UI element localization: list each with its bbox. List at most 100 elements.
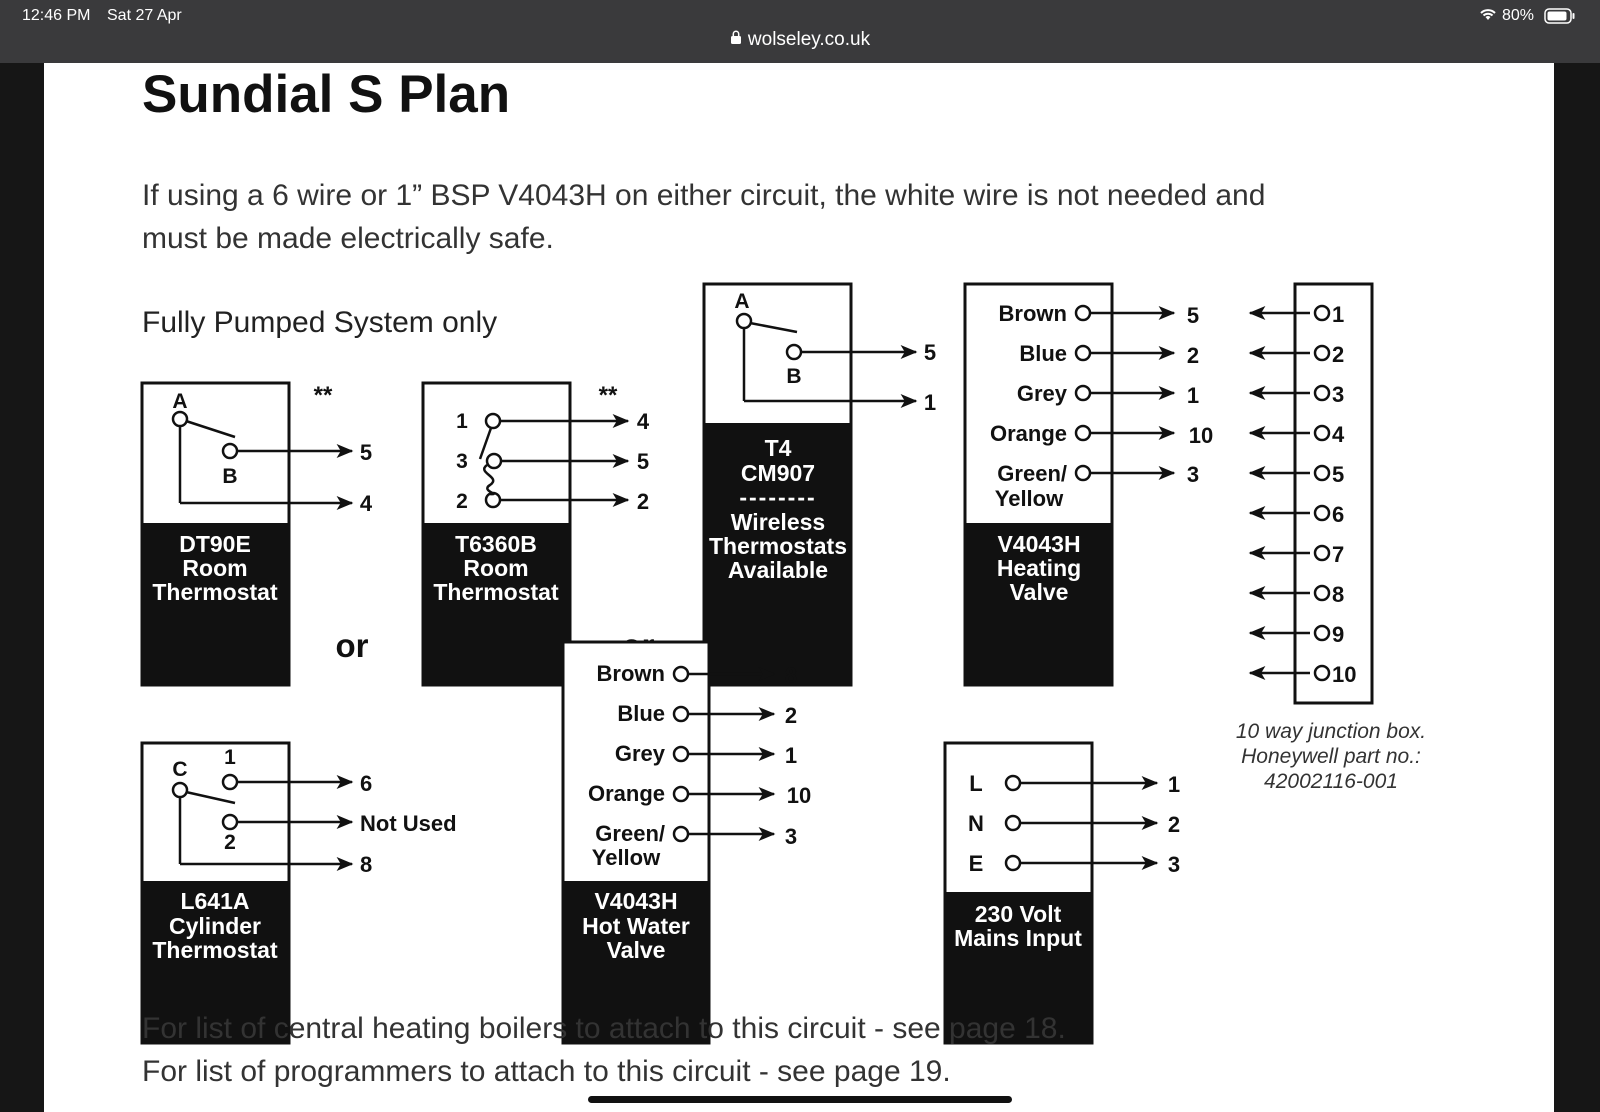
hot-water-valve: V4043H Hot Water Valve Brown Blue Grey O… bbox=[561, 640, 811, 1045]
heating-out-3: 1 bbox=[1187, 383, 1199, 408]
junction-caption-2: Honeywell part no.: bbox=[1241, 745, 1421, 768]
t4-label-5: Available bbox=[728, 557, 828, 583]
t6360b-terminal-1: 1 bbox=[456, 410, 468, 433]
t6360b-label-3: Thermostat bbox=[433, 579, 559, 605]
or-label-1: or bbox=[336, 627, 369, 664]
status-time: 12:46 PM bbox=[22, 7, 91, 24]
mains-out-1: 1 bbox=[1168, 772, 1180, 797]
mains-input: 230 Volt Mains Input L N E 1 2 3 bbox=[943, 741, 1180, 1045]
t4-label-4: Thermostats bbox=[709, 533, 847, 559]
t6360b-label-2: Room bbox=[463, 555, 528, 581]
t6360b-terminal-2: 2 bbox=[456, 490, 468, 513]
t4-divider: -------- bbox=[739, 484, 816, 510]
footer-line-2[interactable]: For list of programmers to attach to thi… bbox=[142, 1055, 951, 1088]
junction-terminal-1: 1 bbox=[1332, 302, 1344, 327]
l641a-terminal-c: C bbox=[172, 758, 187, 781]
mains-label-1: 230 Volt bbox=[975, 901, 1062, 927]
footer-line-1[interactable]: For list of central heating boilers to a… bbox=[142, 1012, 1066, 1045]
dt90e-stars: ** bbox=[314, 382, 333, 409]
t4-label-3: Wireless bbox=[731, 509, 825, 535]
l641a-label-2: Cylinder bbox=[169, 913, 261, 939]
l641a-terminal-1: 1 bbox=[224, 746, 236, 769]
hw-valve-label-3: Valve bbox=[607, 937, 666, 963]
t4-out-1: 5 bbox=[924, 340, 936, 365]
wifi-icon bbox=[1478, 6, 1498, 27]
t6360b-thermostat: T6360B Room Thermostat 1 3 2 4 5 2 ** bbox=[421, 381, 650, 687]
hw-wire-green: Green/ bbox=[595, 821, 665, 846]
junction-terminal-5: 5 bbox=[1332, 462, 1344, 487]
junction-terminal-8: 8 bbox=[1332, 582, 1344, 607]
t4-cm907-thermostat: A B 5 1 T4 CM907 -------- Wireless Therm… bbox=[702, 282, 936, 687]
dt90e-terminal-a: A bbox=[172, 390, 187, 413]
heating-valve-label-3: Valve bbox=[1010, 579, 1069, 605]
mains-terminal-e: E bbox=[969, 851, 984, 876]
t4-label-2: CM907 bbox=[741, 460, 815, 486]
heating-wire-orange: Orange bbox=[990, 421, 1067, 446]
status-date: Sat 27 Apr bbox=[107, 7, 182, 24]
hw-valve-label-1: V4043H bbox=[594, 888, 677, 914]
dt90e-thermostat: DT90E Room Thermostat A B 5 4 ** bbox=[140, 381, 373, 687]
page-title: Sundial S Plan bbox=[142, 65, 510, 124]
heating-wire-yellow: Yellow bbox=[995, 486, 1064, 511]
mains-out-3: 3 bbox=[1168, 852, 1180, 877]
url-text: wolseley.co.uk bbox=[747, 29, 871, 51]
t6360b-label-1: T6360B bbox=[455, 531, 537, 557]
hw-wire-yellow: Yellow bbox=[592, 845, 661, 870]
hw-out-5: 3 bbox=[785, 824, 797, 849]
t6360b-out-3: 2 bbox=[637, 489, 649, 514]
intro-line-1: If using a 6 wire or 1” BSP V4043H on ei… bbox=[142, 179, 1265, 212]
mains-terminal-l: L bbox=[969, 771, 982, 796]
heating-out-2: 2 bbox=[1187, 343, 1199, 368]
l641a-out-2: Not Used bbox=[360, 811, 457, 836]
l641a-out-3: 8 bbox=[360, 852, 372, 877]
status-bar: 12:46 PM Sat 27 Apr 80% wolseley.co.uk bbox=[0, 0, 1600, 63]
section-subtitle: Fully Pumped System only bbox=[142, 306, 497, 339]
t6360b-terminal-3: 3 bbox=[456, 450, 468, 473]
mains-terminal-n: N bbox=[968, 811, 984, 836]
heating-valve: V4043H Heating Valve Brown Blue Grey Ora… bbox=[963, 282, 1213, 687]
t4-terminal-b: B bbox=[786, 365, 801, 388]
dt90e-label-1: DT90E bbox=[179, 531, 251, 557]
t4-out-2: 1 bbox=[924, 390, 936, 415]
l641a-label-1: L641A bbox=[180, 888, 249, 914]
battery-icon bbox=[1544, 8, 1576, 29]
junction-caption-3: 42002116-001 bbox=[1264, 770, 1398, 793]
junction-terminal-2: 2 bbox=[1332, 342, 1344, 367]
t6360b-out-1: 4 bbox=[637, 409, 650, 434]
mains-label-2: Mains Input bbox=[954, 925, 1082, 951]
heating-valve-label-2: Heating bbox=[997, 555, 1081, 581]
dt90e-label-3: Thermostat bbox=[152, 579, 278, 605]
l641a-terminal-2: 2 bbox=[224, 831, 236, 854]
hw-wire-blue: Blue bbox=[617, 701, 665, 726]
hw-out-2: 2 bbox=[785, 703, 797, 728]
heating-out-5: 3 bbox=[1187, 462, 1199, 487]
address-bar[interactable]: wolseley.co.uk bbox=[0, 29, 1600, 51]
hw-wire-brown: Brown bbox=[597, 661, 665, 686]
heating-out-1: 5 bbox=[1187, 303, 1199, 328]
l641a-thermostat: L641A Cylinder Thermostat C 1 2 6 Not Us… bbox=[140, 741, 457, 1045]
junction-terminal-4: 4 bbox=[1332, 422, 1345, 447]
hw-out-4: 10 bbox=[787, 783, 811, 808]
dt90e-label-2: Room bbox=[182, 555, 247, 581]
t6360b-out-2: 5 bbox=[637, 449, 649, 474]
t4-label-1: T4 bbox=[765, 435, 792, 461]
l641a-label-3: Thermostat bbox=[152, 937, 278, 963]
t6360b-stars: ** bbox=[599, 382, 618, 409]
hw-wire-orange: Orange bbox=[588, 781, 665, 806]
hw-wire-terminals bbox=[672, 665, 690, 843]
junction-terminals: 1 2 3 4 5 6 7 8 9 10 bbox=[1248, 302, 1356, 687]
junction-terminal-6: 6 bbox=[1332, 502, 1344, 527]
heating-wire-grey: Grey bbox=[1017, 381, 1068, 406]
t4-terminal-a: A bbox=[734, 290, 749, 313]
wiring-diagram: Sundial S Plan If using a 6 wire or 1” B… bbox=[140, 65, 1426, 1088]
lock-icon bbox=[730, 29, 742, 51]
home-indicator[interactable] bbox=[588, 1096, 1012, 1103]
l641a-out-1: 6 bbox=[360, 771, 372, 796]
battery-percent: 80% bbox=[1502, 7, 1535, 24]
intro-line-2: must be made electrically safe. bbox=[142, 222, 554, 255]
hw-out-3: 1 bbox=[785, 743, 797, 768]
junction-terminal-3: 3 bbox=[1332, 382, 1344, 407]
heating-out-4: 10 bbox=[1189, 423, 1213, 448]
heating-wire-brown: Brown bbox=[999, 301, 1067, 326]
heating-wire-blue: Blue bbox=[1019, 341, 1067, 366]
